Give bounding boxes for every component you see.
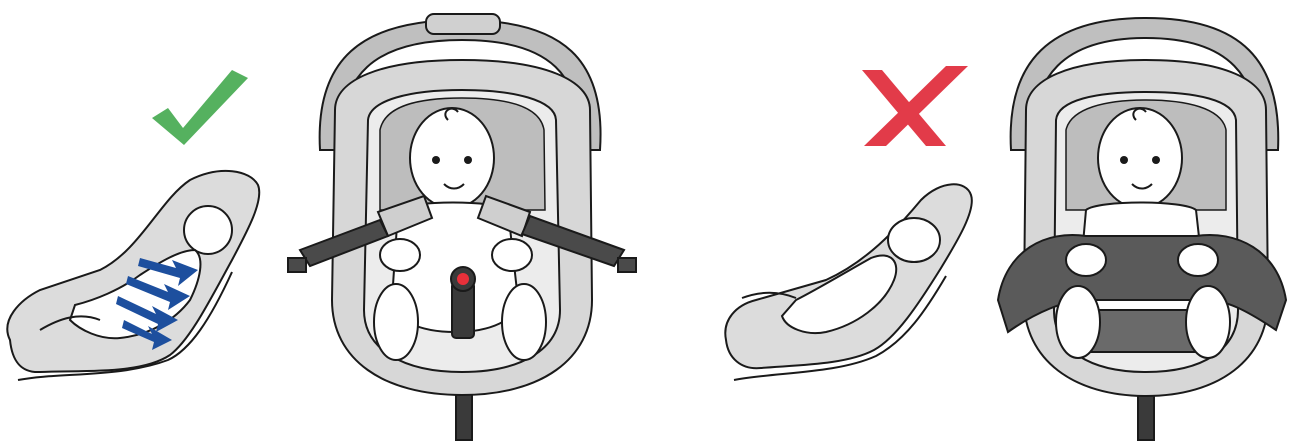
check-icon [152,70,248,145]
side-view-seat [7,171,259,380]
correct-usage-panel [0,0,646,445]
front-view-carrier [998,18,1286,440]
front-view-carrier [288,14,636,440]
cross-icon [862,66,968,146]
incorrect-usage-panel [646,0,1293,445]
correct-usage-drawing [0,0,646,445]
incorrect-usage-drawing [646,0,1293,445]
side-view-seat [725,184,972,380]
